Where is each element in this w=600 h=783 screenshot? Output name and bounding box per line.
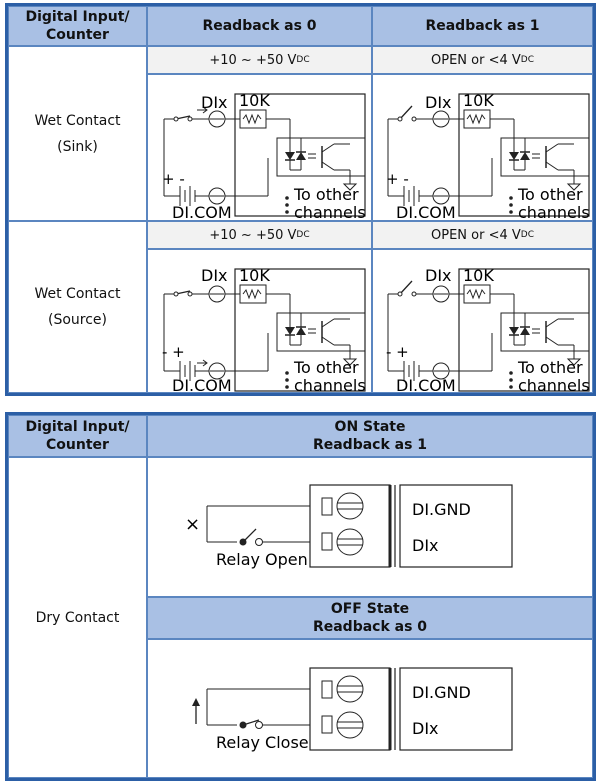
dry-contact-label: Dry Contact <box>8 457 147 778</box>
circuit-10k-label: 10K <box>239 91 270 110</box>
circuit-sink-readback0: DIx 10K + - DI.COM To other channels <box>162 91 366 222</box>
on-state-line2: Readback as 1 <box>312 437 428 453</box>
off-state-line1: OFF State <box>330 601 410 617</box>
dry-on-diagram-cell <box>147 457 593 597</box>
circuit-to-other: To other <box>293 358 359 377</box>
dry-off-diagram-cell <box>147 639 593 778</box>
di-gnd-label: DI.GND <box>412 500 471 519</box>
dix-label: DIx <box>412 536 439 555</box>
circuit-polarity: + - <box>162 170 185 188</box>
wet-sink-label-line1: Wet Contact <box>34 112 121 129</box>
circuit-dicom-label: DI.COM <box>396 376 456 395</box>
circuit-channels: channels <box>294 203 366 222</box>
on-state-line1: ON State <box>334 419 406 435</box>
dix-label: DIx <box>412 719 439 738</box>
circuit-dix-label: DIx <box>425 266 452 285</box>
relay-open-label: Relay Open <box>216 550 308 569</box>
circuit-polarity: - + <box>162 343 185 361</box>
wet-header-col2: Readback as 0 <box>147 6 372 46</box>
circuit-channels: channels <box>518 376 590 395</box>
dry-header-col1: Digital Input/ Counter <box>8 415 147 457</box>
wet-source-label-line1: Wet Contact <box>34 286 121 302</box>
wet-contact-table <box>5 3 596 396</box>
dry-contact-table <box>5 412 596 781</box>
wet-source-label-line2: (Source) <box>47 312 107 328</box>
open-mark-icon: × <box>185 514 200 535</box>
circuit-polarity: + - <box>386 170 409 188</box>
wet-sink-label-line2: (Sink) <box>57 138 98 155</box>
dry-header-on-state: ON State Readback as 1 <box>147 415 593 457</box>
circuit-sink-readback1: DIx 10K + - DI.COM To other channels <box>386 91 590 222</box>
circuit-dicom-label: DI.COM <box>396 203 456 222</box>
voltage-on-text: +10 ~ +50 V <box>209 52 297 68</box>
off-state-line2: Readback as 0 <box>312 619 428 635</box>
circuit-source-readback0: DIx 10K - + DI.COM To other channels <box>162 266 366 395</box>
dry-off-circuit: Relay Close DI.GND DIx <box>192 666 514 752</box>
circuit-source-readback1: DIx 10K - + DI.COM To other channels <box>386 266 590 395</box>
circuit-to-other: To other <box>517 185 583 204</box>
circuit-dicom-label: DI.COM <box>172 376 232 395</box>
di-gnd-label: DI.GND <box>412 683 471 702</box>
wet-header-col3: Readback as 1 <box>372 6 593 46</box>
circuit-dicom-label: DI.COM <box>172 203 232 222</box>
circuit-dix-label: DIx <box>201 266 228 285</box>
wet-sink-label: Wet Contact (Sink) <box>8 46 147 221</box>
dry-header-col1-line2: Counter <box>46 437 109 453</box>
circuit-10k-label: 10K <box>463 266 494 285</box>
dry-header-off-state: OFF State Readback as 0 <box>147 597 593 639</box>
wet-header-col1: Digital Input/ Counter <box>8 6 147 46</box>
circuit-dix-label: DIx <box>201 93 228 112</box>
voltage-sub: DC <box>520 230 534 240</box>
circuit-dix-label: DIx <box>425 93 452 112</box>
circuit-channels: channels <box>294 376 366 395</box>
circuit-to-other: To other <box>517 358 583 377</box>
wet-source-label: Wet Contact (Source) <box>8 221 147 393</box>
wet-header-col1-line2: Counter <box>46 27 109 43</box>
circuit-10k-label: 10K <box>463 91 494 110</box>
wet-circuit-diagrams: DIx 10K + - DI.COM To other channels DIx… <box>162 91 590 395</box>
voltage-on-text: +10 ~ +50 V <box>209 227 297 243</box>
voltage-sub: DC <box>296 55 310 65</box>
dry-on-circuit: × Relay Open DI.GND DIx <box>185 483 514 569</box>
circuit-polarity: - + <box>386 343 409 361</box>
wet-header-col1-line1: Digital Input/ <box>25 9 130 25</box>
circuit-channels: channels <box>518 203 590 222</box>
voltage-off-text: OPEN or <4 V <box>431 227 521 243</box>
voltage-off-text: OPEN or <4 V <box>431 52 521 68</box>
circuit-10k-label: 10K <box>239 266 270 285</box>
voltage-sub: DC <box>296 230 310 240</box>
voltage-sub: DC <box>520 55 534 65</box>
dry-header-col1-line1: Digital Input/ <box>25 419 130 435</box>
circuit-to-other: To other <box>293 185 359 204</box>
relay-close-label: Relay Close <box>216 733 309 752</box>
